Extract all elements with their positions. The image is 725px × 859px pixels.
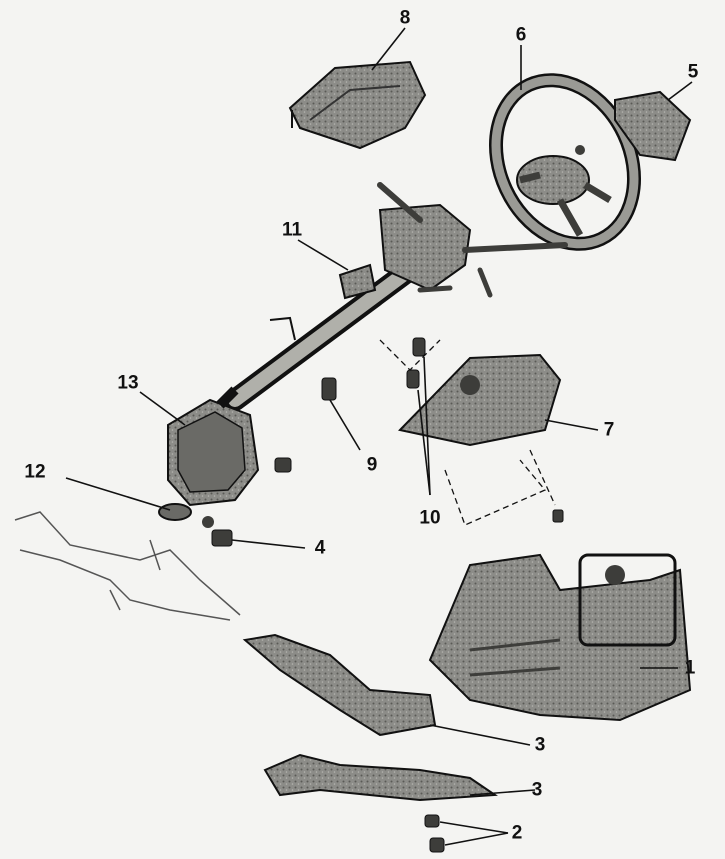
callout-9: 9 <box>366 454 378 476</box>
steering-rack-outline <box>14 511 241 621</box>
bolts-10 <box>406 337 426 389</box>
grommet <box>158 503 192 521</box>
callout-7: 7 <box>603 419 615 441</box>
clips <box>424 814 445 853</box>
bolt-4 <box>202 516 233 547</box>
trim-panel-upper <box>242 633 437 737</box>
horn-pad <box>614 90 692 162</box>
column-boot <box>167 386 260 507</box>
callout-10: 10 <box>419 507 441 529</box>
small-bolt <box>274 457 564 523</box>
callout-6: 6 <box>515 24 527 46</box>
bolt-9 <box>321 377 337 401</box>
callout-13: 13 <box>117 372 139 394</box>
callout-1: 1 <box>684 657 696 679</box>
callout-4: 4 <box>314 537 326 559</box>
lower-column-cover <box>398 353 562 447</box>
steering-wheel <box>489 73 641 251</box>
callout-8: 8 <box>399 7 411 29</box>
callout-3-lower: 3 <box>531 779 543 801</box>
upper-column-cover <box>288 60 427 150</box>
callout-12: 12 <box>24 461 46 483</box>
combination-switch <box>377 182 568 298</box>
callout-11: 11 <box>281 219 303 241</box>
assembly-dashed-lines <box>379 339 556 526</box>
dashboard-lower-panel <box>428 553 692 722</box>
trim-panel-lower <box>263 753 498 802</box>
callout-3-upper: 3 <box>534 734 546 756</box>
callout-2: 2 <box>511 822 523 844</box>
callout-5: 5 <box>687 61 699 83</box>
leader-lines <box>65 27 693 846</box>
